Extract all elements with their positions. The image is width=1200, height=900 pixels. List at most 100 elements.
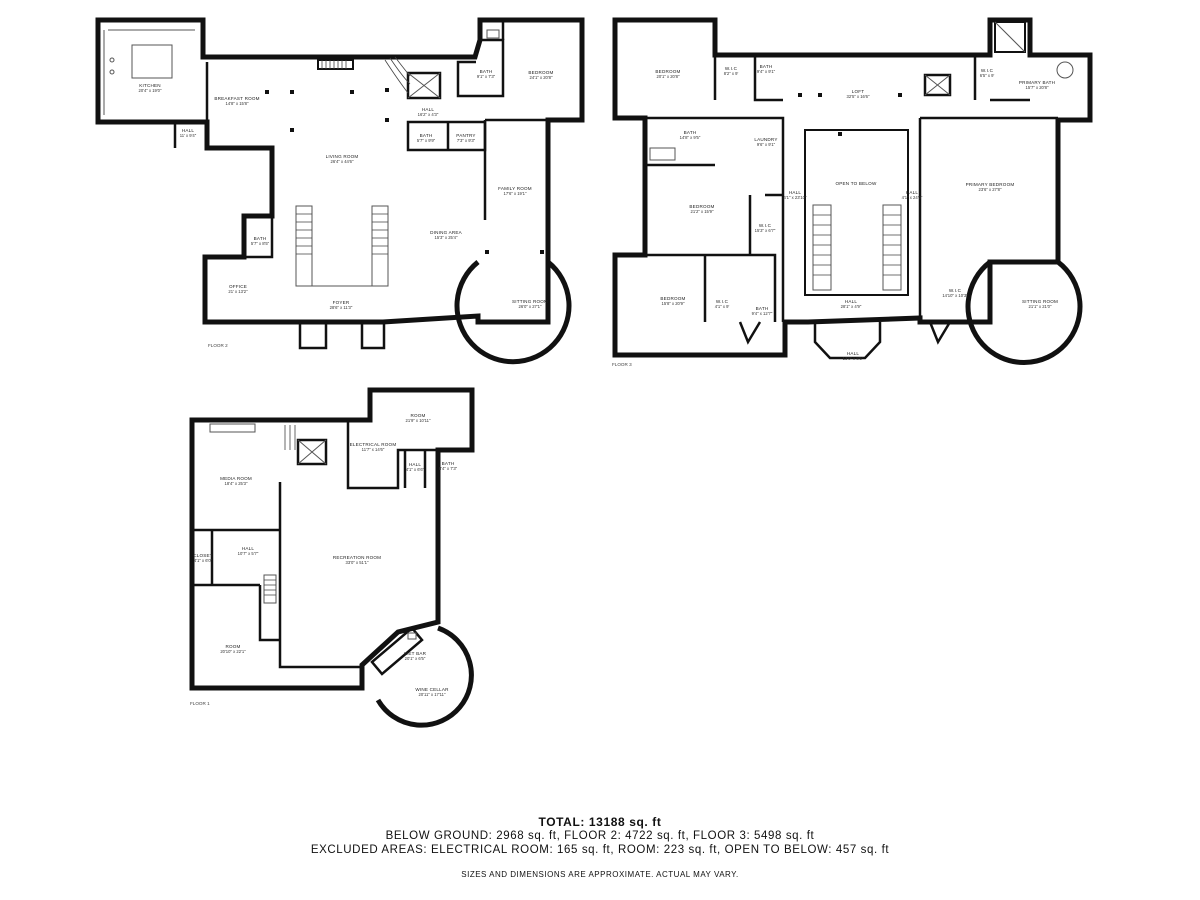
label-wic-3d: W.I.C xyxy=(716,299,729,304)
label-hall-1a: HALL xyxy=(409,462,422,467)
dim-family: 17'6" x 19'1" xyxy=(504,191,527,196)
label-hall-3d: HALL xyxy=(847,351,860,356)
label-bath-1: BATH xyxy=(442,461,455,466)
dim-bath-3b: 14'8" x 9'5" xyxy=(680,135,701,140)
label-bedroom-3b: BEDROOM xyxy=(689,204,714,209)
dim-bath-2b: 5'7" x 9'9" xyxy=(417,138,436,143)
label-loft: LOFT xyxy=(852,89,865,94)
label-wine-cellar: WINE CELLAR xyxy=(415,687,449,692)
label-breakfast: BREAKFAST ROOM xyxy=(214,96,259,101)
label-living: LIVING ROOM xyxy=(326,154,359,159)
dim-hall-3c: 28'1" x 4'9" xyxy=(841,304,862,309)
label-wic-3a: W.I.C xyxy=(725,66,738,71)
dim-electrical: 11'7" x 14'6" xyxy=(362,447,385,452)
dim-loft: 32'5" x 16'6" xyxy=(847,94,870,99)
dim-hall-1b: 10'7" x 5'7" xyxy=(238,551,259,556)
label-bath-3a: BATH xyxy=(760,64,773,69)
dim-wic-3b: 6'5" x 9' xyxy=(980,73,995,78)
label-kitchen: KITCHEN xyxy=(139,83,161,88)
dim-wine-cellar: 20'11" x 17'11" xyxy=(418,692,446,697)
dim-closet: 4'1" x 6'0" xyxy=(194,558,213,563)
floor-1-label: FLOOR 1 xyxy=(190,701,210,706)
dim-bedroom-2: 24'1" x 20'8" xyxy=(530,75,553,80)
dim-sitting-2: 26'0" x 27'1" xyxy=(519,304,542,309)
label-primary-bath: PRIMARY BATH xyxy=(1019,80,1055,85)
floor-1-plan: MEDIA ROOM 18'4" x 25'3" ROOM 21'9" x 10… xyxy=(189,387,475,728)
label-office: OFFICE xyxy=(229,284,247,289)
dim-bath-2a: 9'1" x 7'3" xyxy=(477,74,496,79)
dim-foyer: 28'6" x 11'3" xyxy=(330,305,353,310)
label-wet-bar: WET BAR xyxy=(404,651,427,656)
label-dining: DINING AREA xyxy=(430,230,463,235)
dim-bedroom-3b: 21'2" x 15'9" xyxy=(691,209,714,214)
dim-living: 26'4" x 44'6" xyxy=(331,159,354,164)
label-hall-3c: HALL xyxy=(845,299,858,304)
label-bedroom-3c: BEDROOM xyxy=(660,296,685,301)
label-hall-3a: HALL xyxy=(789,190,802,195)
label-wic-3c: W.I.C xyxy=(759,223,772,228)
label-bath-2c: BATH xyxy=(254,236,267,241)
dim-laundry: 9'6" x 9'1" xyxy=(757,142,776,147)
label-primary-bedroom: PRIMARY BEDROOM xyxy=(966,182,1015,187)
label-bedroom-3a: BEDROOM xyxy=(655,69,680,74)
dim-bedroom-3a: 20'1" x 20'8" xyxy=(657,74,680,79)
label-open-below: OPEN TO BELOW xyxy=(836,181,877,186)
floor-2-label: FLOOR 2 xyxy=(208,343,228,348)
label-bath-2b: BATH xyxy=(420,133,433,138)
floor-3-plan: BEDROOM 20'1" x 20'8" W.I.C 8'2" x 9' BA… xyxy=(612,17,1093,367)
dim-primary-bath: 15'7" x 20'8" xyxy=(1026,85,1049,90)
label-pantry: PANTRY xyxy=(456,133,475,138)
label-room-1bottom: ROOM xyxy=(225,644,240,649)
disclaimer: SIZES AND DIMENSIONS ARE APPROXIMATE. AC… xyxy=(461,870,739,879)
label-hall-2a: HALL xyxy=(182,128,195,133)
dim-bath-3c: 9'4" x 12'7" xyxy=(752,311,773,316)
label-sitting-2: SITTING ROOM xyxy=(512,299,548,304)
dim-wet-bar: 20'1" x 6'5" xyxy=(405,656,426,661)
label-bath-3c: BATH xyxy=(756,306,769,311)
label-sitting-3: SITTING ROOM xyxy=(1022,299,1058,304)
dim-bath-2c: 5'7" x 8'5" xyxy=(251,241,270,246)
dim-bath-1: 8'4" x 7'3" xyxy=(439,466,458,471)
dim-breakfast: 14'8" x 15'8" xyxy=(226,101,249,106)
label-room-1top: ROOM xyxy=(410,413,425,418)
dim-hall-2b: 16'2" x 4'3" xyxy=(418,112,439,117)
label-foyer: FOYER xyxy=(333,300,350,305)
dim-kitchen: 20'4" x 19'0" xyxy=(139,88,162,93)
dim-wic-3d: 4'1" x 9' xyxy=(715,304,730,309)
dim-wic-3c: 15'3" x 6'7" xyxy=(755,228,776,233)
dim-recreation: 33'0" x 51'1" xyxy=(346,560,369,565)
dim-hall-1a: 4'1" x 6'6" xyxy=(406,467,425,472)
dim-office: 21' x 13'2" xyxy=(228,289,248,294)
dim-primary-bedroom: 23'6" x 27'8" xyxy=(979,187,1002,192)
excluded-areas: EXCLUDED AREAS: ELECTRICAL ROOM: 165 sq.… xyxy=(310,844,890,856)
dim-bath-3a: 9'4" x 9'1" xyxy=(757,69,776,74)
dim-bedroom-3c: 15'8" x 20'9" xyxy=(662,301,685,306)
dim-room-1bottom: 20'10" x 22'1" xyxy=(220,649,246,654)
dim-pantry: 7'3" x 9'3" xyxy=(457,138,476,143)
dim-dining: 15'3" x 25'4" xyxy=(435,235,458,240)
dim-hall-3a: 4'1" x 23'10" xyxy=(784,195,807,200)
label-bath-3b: BATH xyxy=(684,130,697,135)
dim-wic-3a: 8'2" x 9' xyxy=(724,71,739,76)
total-area: TOTAL: 13188 sq. ft xyxy=(538,815,662,829)
dim-hall-3d: 13'0" x 8'5" xyxy=(843,356,864,361)
floor-3-label: FLOOR 3 xyxy=(612,362,632,367)
label-laundry: LAUNDRY xyxy=(754,137,777,142)
label-bath-2a: BATH xyxy=(480,69,493,74)
label-hall-3b: HALL xyxy=(906,190,919,195)
label-closet: CLOSET xyxy=(193,553,213,558)
floor-2-plan: KITCHEN 20'4" x 19'0" BREAKFAST ROOM 14'… xyxy=(95,17,585,365)
label-hall-1b: HALL xyxy=(242,546,255,551)
label-media: MEDIA ROOM xyxy=(220,476,252,481)
dim-sitting-3: 21'1" x 21'0" xyxy=(1029,304,1052,309)
label-bedroom-2: BEDROOM xyxy=(528,70,553,75)
label-recreation: RECREATION ROOM xyxy=(333,555,381,560)
label-hall-2b: HALL xyxy=(422,107,435,112)
floor-area-breakdown: BELOW GROUND: 2968 sq. ft, FLOOR 2: 4722… xyxy=(385,830,815,842)
dim-wic-3e: 14'10" x 10'3" xyxy=(942,293,968,298)
label-wic-3b: W.I.C xyxy=(981,68,994,73)
dim-hall-2a: 11' x 9'4" xyxy=(180,133,197,138)
label-electrical: ELECTRICAL ROOM xyxy=(350,442,397,447)
label-family: FAMILY ROOM xyxy=(498,186,532,191)
